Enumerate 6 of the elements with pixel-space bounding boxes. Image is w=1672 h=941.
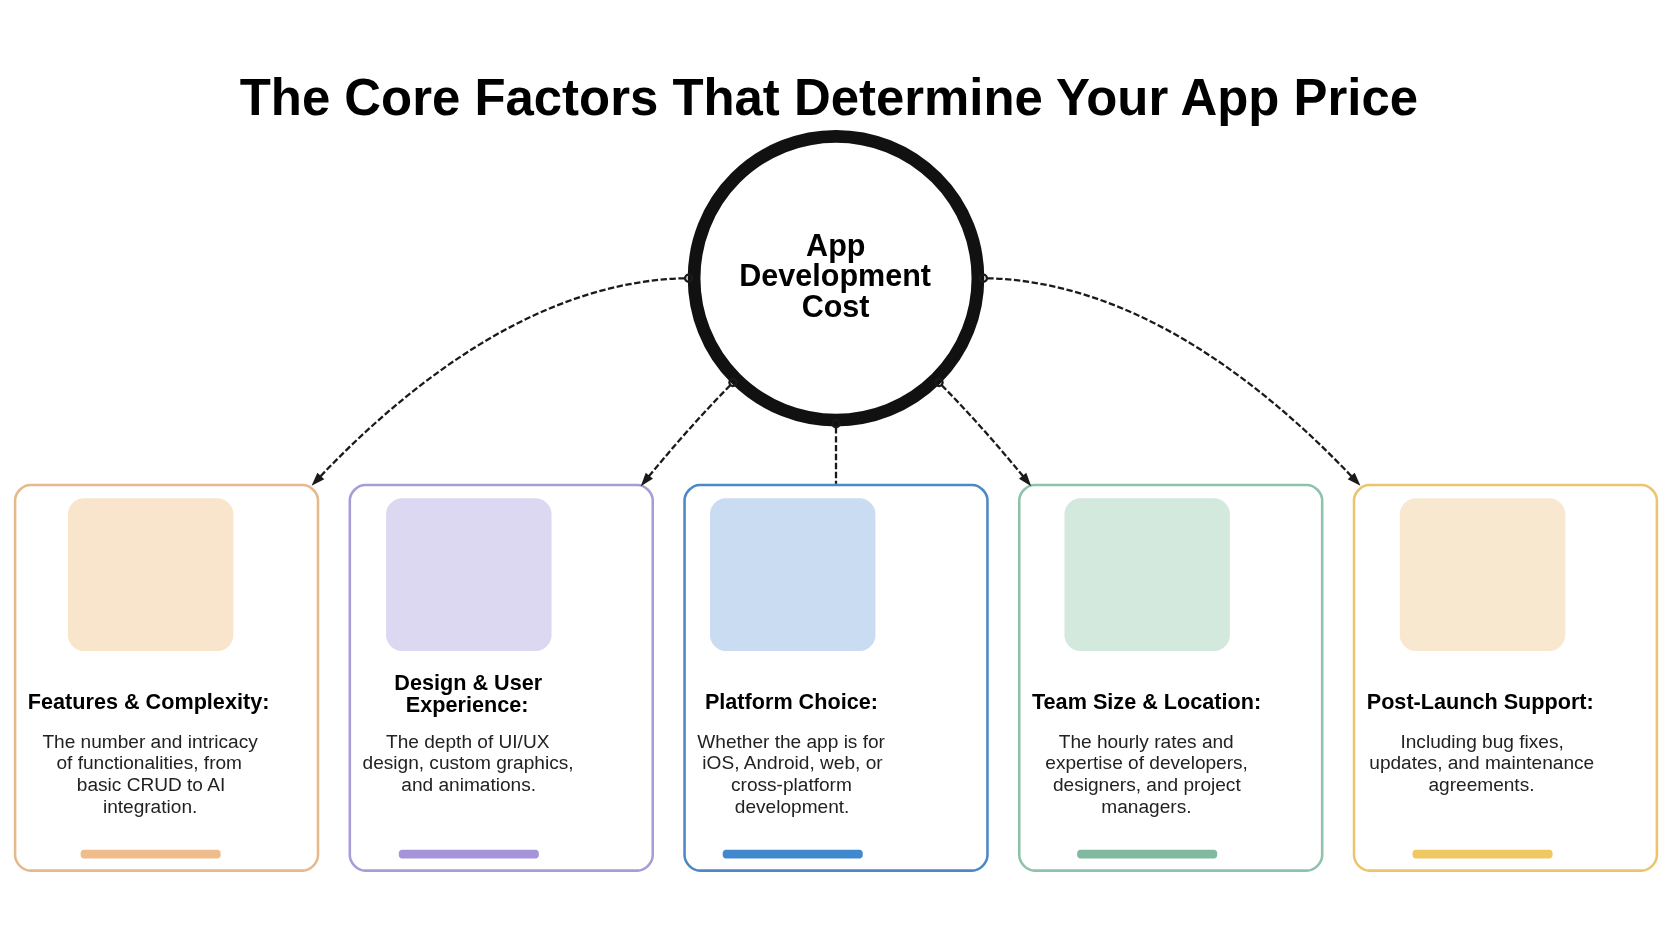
diagram-title: The Core Factors That Determine Your App Price (239, 68, 1419, 126)
connector (831, 418, 841, 484)
arrow (640, 377, 738, 486)
arrow (978, 273, 1361, 486)
arrow (934, 377, 1032, 486)
arrow (311, 273, 694, 486)
